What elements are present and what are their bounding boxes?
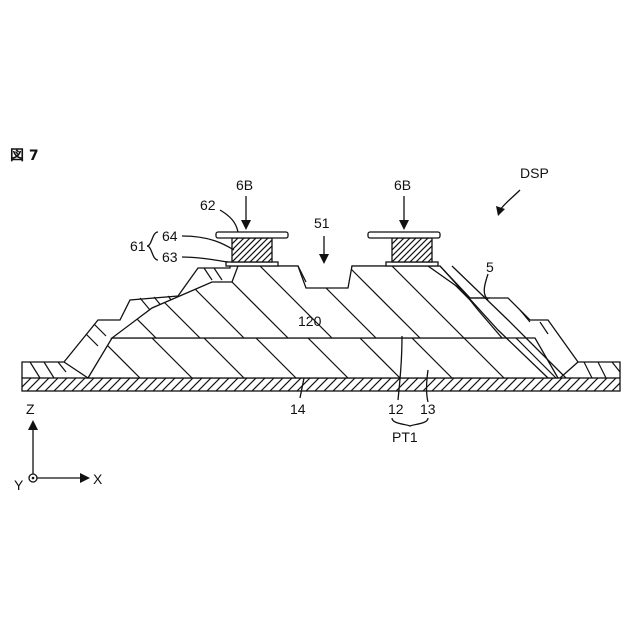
- layer-13: [0, 338, 608, 378]
- label-5: 5: [486, 259, 494, 275]
- axis-z-label: Z: [26, 401, 35, 417]
- bump-left: [202, 232, 298, 266]
- label-6b-right: 6B: [394, 177, 411, 193]
- label-pt1: PT1: [392, 429, 418, 445]
- label-13: 13: [420, 401, 436, 417]
- label-12: 12: [388, 401, 404, 417]
- substrate-14: [0, 378, 634, 391]
- label-61: 61: [130, 238, 146, 254]
- axis-x-label: X: [93, 471, 103, 487]
- axis-indicator: Z Y X: [14, 401, 103, 493]
- arrow-51: [319, 236, 329, 264]
- cap-62-right: [368, 232, 440, 238]
- cap-62-left: [216, 232, 288, 238]
- label-120: 120: [298, 313, 322, 329]
- label-51: 51: [314, 215, 330, 231]
- label-64: 64: [162, 228, 178, 244]
- bump-right: [362, 232, 458, 266]
- arrow-6b-left: [241, 196, 251, 230]
- label-dsp: DSP: [520, 165, 549, 181]
- arrow-6b-right: [399, 196, 409, 230]
- label-6b-left: 6B: [236, 177, 253, 193]
- arrow-dsp: [496, 190, 520, 216]
- axis-y-label: Y: [14, 477, 24, 493]
- figure-number: 図 7: [10, 148, 39, 164]
- label-62: 62: [200, 197, 216, 213]
- label-63: 63: [162, 249, 178, 265]
- label-14: 14: [290, 401, 306, 417]
